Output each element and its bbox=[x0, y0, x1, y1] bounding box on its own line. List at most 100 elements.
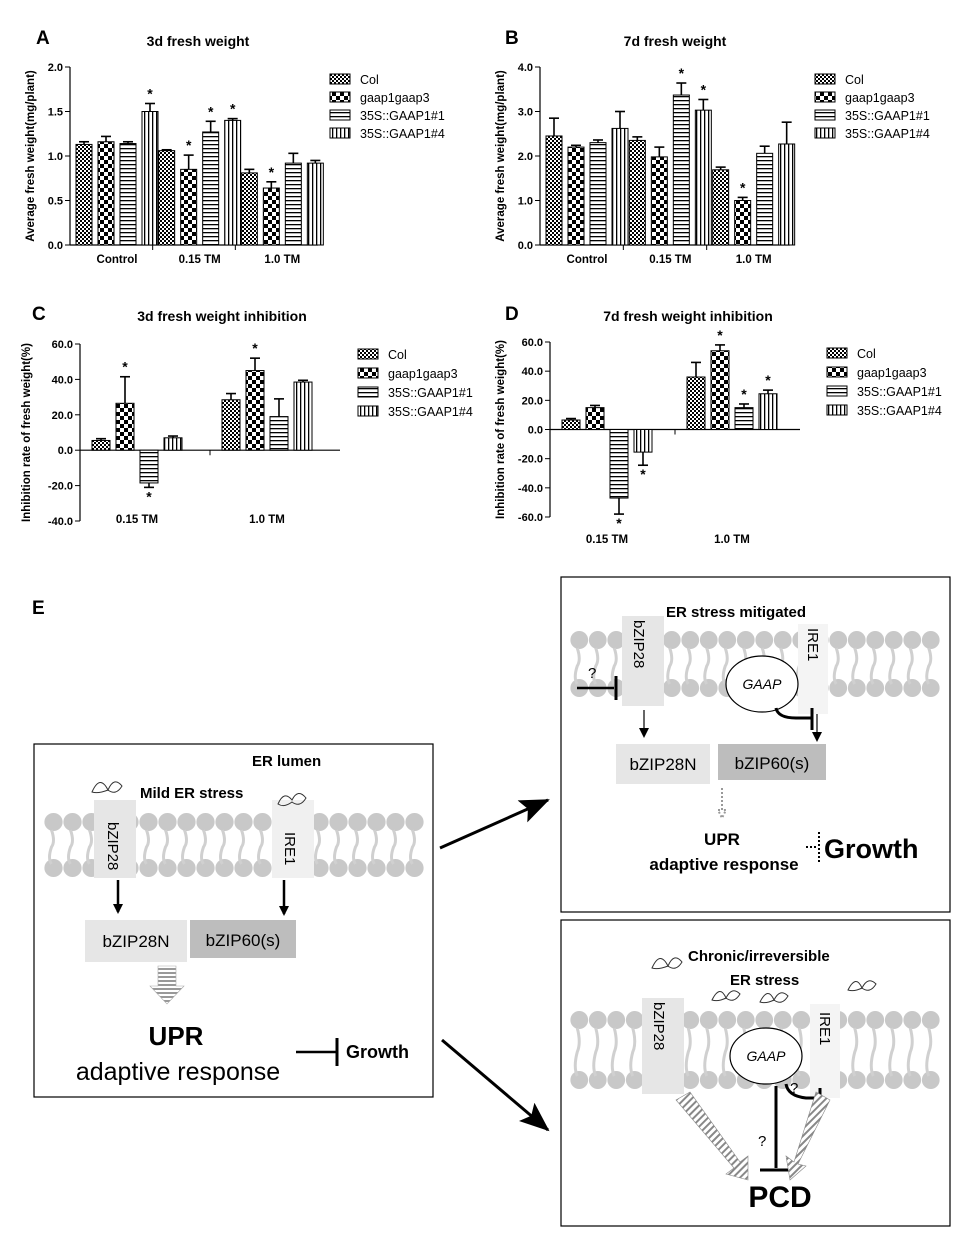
bar bbox=[293, 381, 313, 451]
panel-letter-e: E bbox=[32, 598, 45, 619]
lipid-head bbox=[310, 813, 329, 831]
significance-star: * bbox=[252, 340, 258, 356]
lipid-head bbox=[196, 859, 215, 877]
chart-title: 7d fresh weight bbox=[624, 33, 727, 49]
bar bbox=[650, 156, 668, 246]
adaptive-response-label: adaptive response bbox=[649, 855, 798, 874]
ire1-label: IRE1 bbox=[804, 628, 821, 661]
legend-swatch bbox=[357, 348, 379, 360]
y-tick-label: 1.0 bbox=[518, 196, 533, 208]
bar bbox=[262, 187, 280, 246]
lipid-head bbox=[736, 1011, 755, 1029]
legend-swatch bbox=[329, 109, 351, 121]
significance-star: * bbox=[122, 359, 128, 375]
lipid-tail bbox=[67, 829, 74, 865]
bar bbox=[694, 109, 712, 246]
lipid-head bbox=[718, 631, 737, 649]
significance-star: * bbox=[740, 179, 746, 195]
ire1-label: IRE1 bbox=[281, 832, 298, 865]
lipid-head bbox=[903, 679, 922, 697]
panel-letter: A bbox=[36, 28, 50, 49]
bar bbox=[269, 416, 289, 451]
bzip60-label: bZIP60(s) bbox=[735, 754, 810, 773]
lipid-head bbox=[139, 813, 158, 831]
lipid-tail bbox=[314, 829, 321, 865]
lipid-tail bbox=[48, 829, 55, 865]
significance-star: * bbox=[741, 386, 747, 402]
bar bbox=[734, 407, 754, 430]
category-label: Control bbox=[567, 254, 608, 266]
lipid-head bbox=[177, 859, 196, 877]
bar bbox=[97, 141, 115, 246]
lipid-tail bbox=[906, 647, 914, 685]
bar bbox=[734, 200, 752, 246]
legend-swatch bbox=[357, 405, 379, 417]
arrow-to-chronic bbox=[441, 1038, 550, 1132]
panel-letter: B bbox=[505, 28, 519, 49]
category-label: 0.15 TM bbox=[649, 254, 691, 266]
lipid-tail bbox=[86, 829, 93, 865]
y-tick-label: 0.0 bbox=[528, 425, 543, 437]
lipid-head bbox=[386, 859, 405, 877]
bar bbox=[75, 143, 93, 246]
bar bbox=[139, 449, 159, 484]
bzip28-label: bZIP28 bbox=[630, 620, 647, 668]
bar bbox=[141, 111, 159, 246]
legend-label: Col bbox=[857, 347, 876, 361]
legend-label: 35S::GAAP1#1 bbox=[360, 109, 445, 123]
ire1-receptor bbox=[798, 624, 828, 714]
significance-star: * bbox=[679, 65, 685, 81]
y-tick-label: 2.0 bbox=[518, 151, 533, 163]
legend-label: 35S::GAAP1#1 bbox=[845, 109, 930, 123]
panel-letter: C bbox=[32, 304, 46, 325]
bar bbox=[202, 131, 220, 246]
lipid-head bbox=[367, 859, 386, 877]
lipid-head bbox=[755, 631, 774, 649]
legend-label: 35S::GAAP1#1 bbox=[857, 385, 942, 399]
lipid-head bbox=[699, 1071, 718, 1089]
y-axis-label: Average fresh weight(mg/plant) bbox=[495, 70, 507, 242]
y-tick-label: 60.0 bbox=[52, 339, 73, 351]
lipid-head bbox=[773, 631, 792, 649]
lipid-head bbox=[570, 1071, 589, 1089]
lipid-head bbox=[607, 631, 626, 649]
lipid-head bbox=[63, 813, 82, 831]
y-tick-label: 0.5 bbox=[48, 196, 63, 208]
legend-label: 35S::GAAP1#1 bbox=[388, 386, 473, 400]
lipid-head bbox=[921, 1071, 940, 1089]
significance-star: * bbox=[186, 137, 192, 153]
lipid-head bbox=[158, 813, 177, 831]
lipid-tail bbox=[573, 647, 581, 685]
y-tick-label: 1.0 bbox=[48, 151, 63, 163]
lipid-head bbox=[755, 1011, 774, 1029]
lipid-head bbox=[681, 1071, 700, 1089]
legend-swatch bbox=[814, 127, 836, 139]
category-label: 0.15 TM bbox=[116, 514, 158, 526]
lipid-tail bbox=[888, 647, 896, 685]
lipid-tail bbox=[390, 829, 397, 865]
y-tick-label: 3.0 bbox=[518, 107, 533, 119]
striped-arrow-right bbox=[785, 1091, 831, 1181]
y-tick-label: 0.0 bbox=[518, 240, 533, 252]
er-stress-mitigated-label: ER stress mitigated bbox=[666, 604, 806, 621]
gaap-label: GAAP bbox=[747, 1048, 787, 1064]
y-tick-label: -60.0 bbox=[518, 512, 543, 524]
legend-swatch bbox=[826, 404, 848, 416]
bar bbox=[778, 143, 796, 246]
significance-star: * bbox=[701, 81, 707, 97]
bar bbox=[589, 142, 607, 246]
bar bbox=[158, 150, 176, 246]
misfolded-protein-icon bbox=[711, 990, 741, 1002]
y-tick-label: 0.0 bbox=[48, 240, 63, 252]
lipid-head bbox=[588, 1011, 607, 1029]
bzip28n-box bbox=[616, 744, 710, 784]
dotted-arrow bbox=[716, 788, 728, 821]
question-mark: ? bbox=[790, 1080, 798, 1097]
lipid-tail bbox=[906, 1027, 914, 1077]
y-tick-label: 40.0 bbox=[522, 366, 543, 378]
lipid-tail bbox=[610, 1027, 618, 1077]
lipid-head bbox=[866, 631, 885, 649]
lipid-head bbox=[348, 859, 367, 877]
lipid-head bbox=[44, 813, 63, 831]
